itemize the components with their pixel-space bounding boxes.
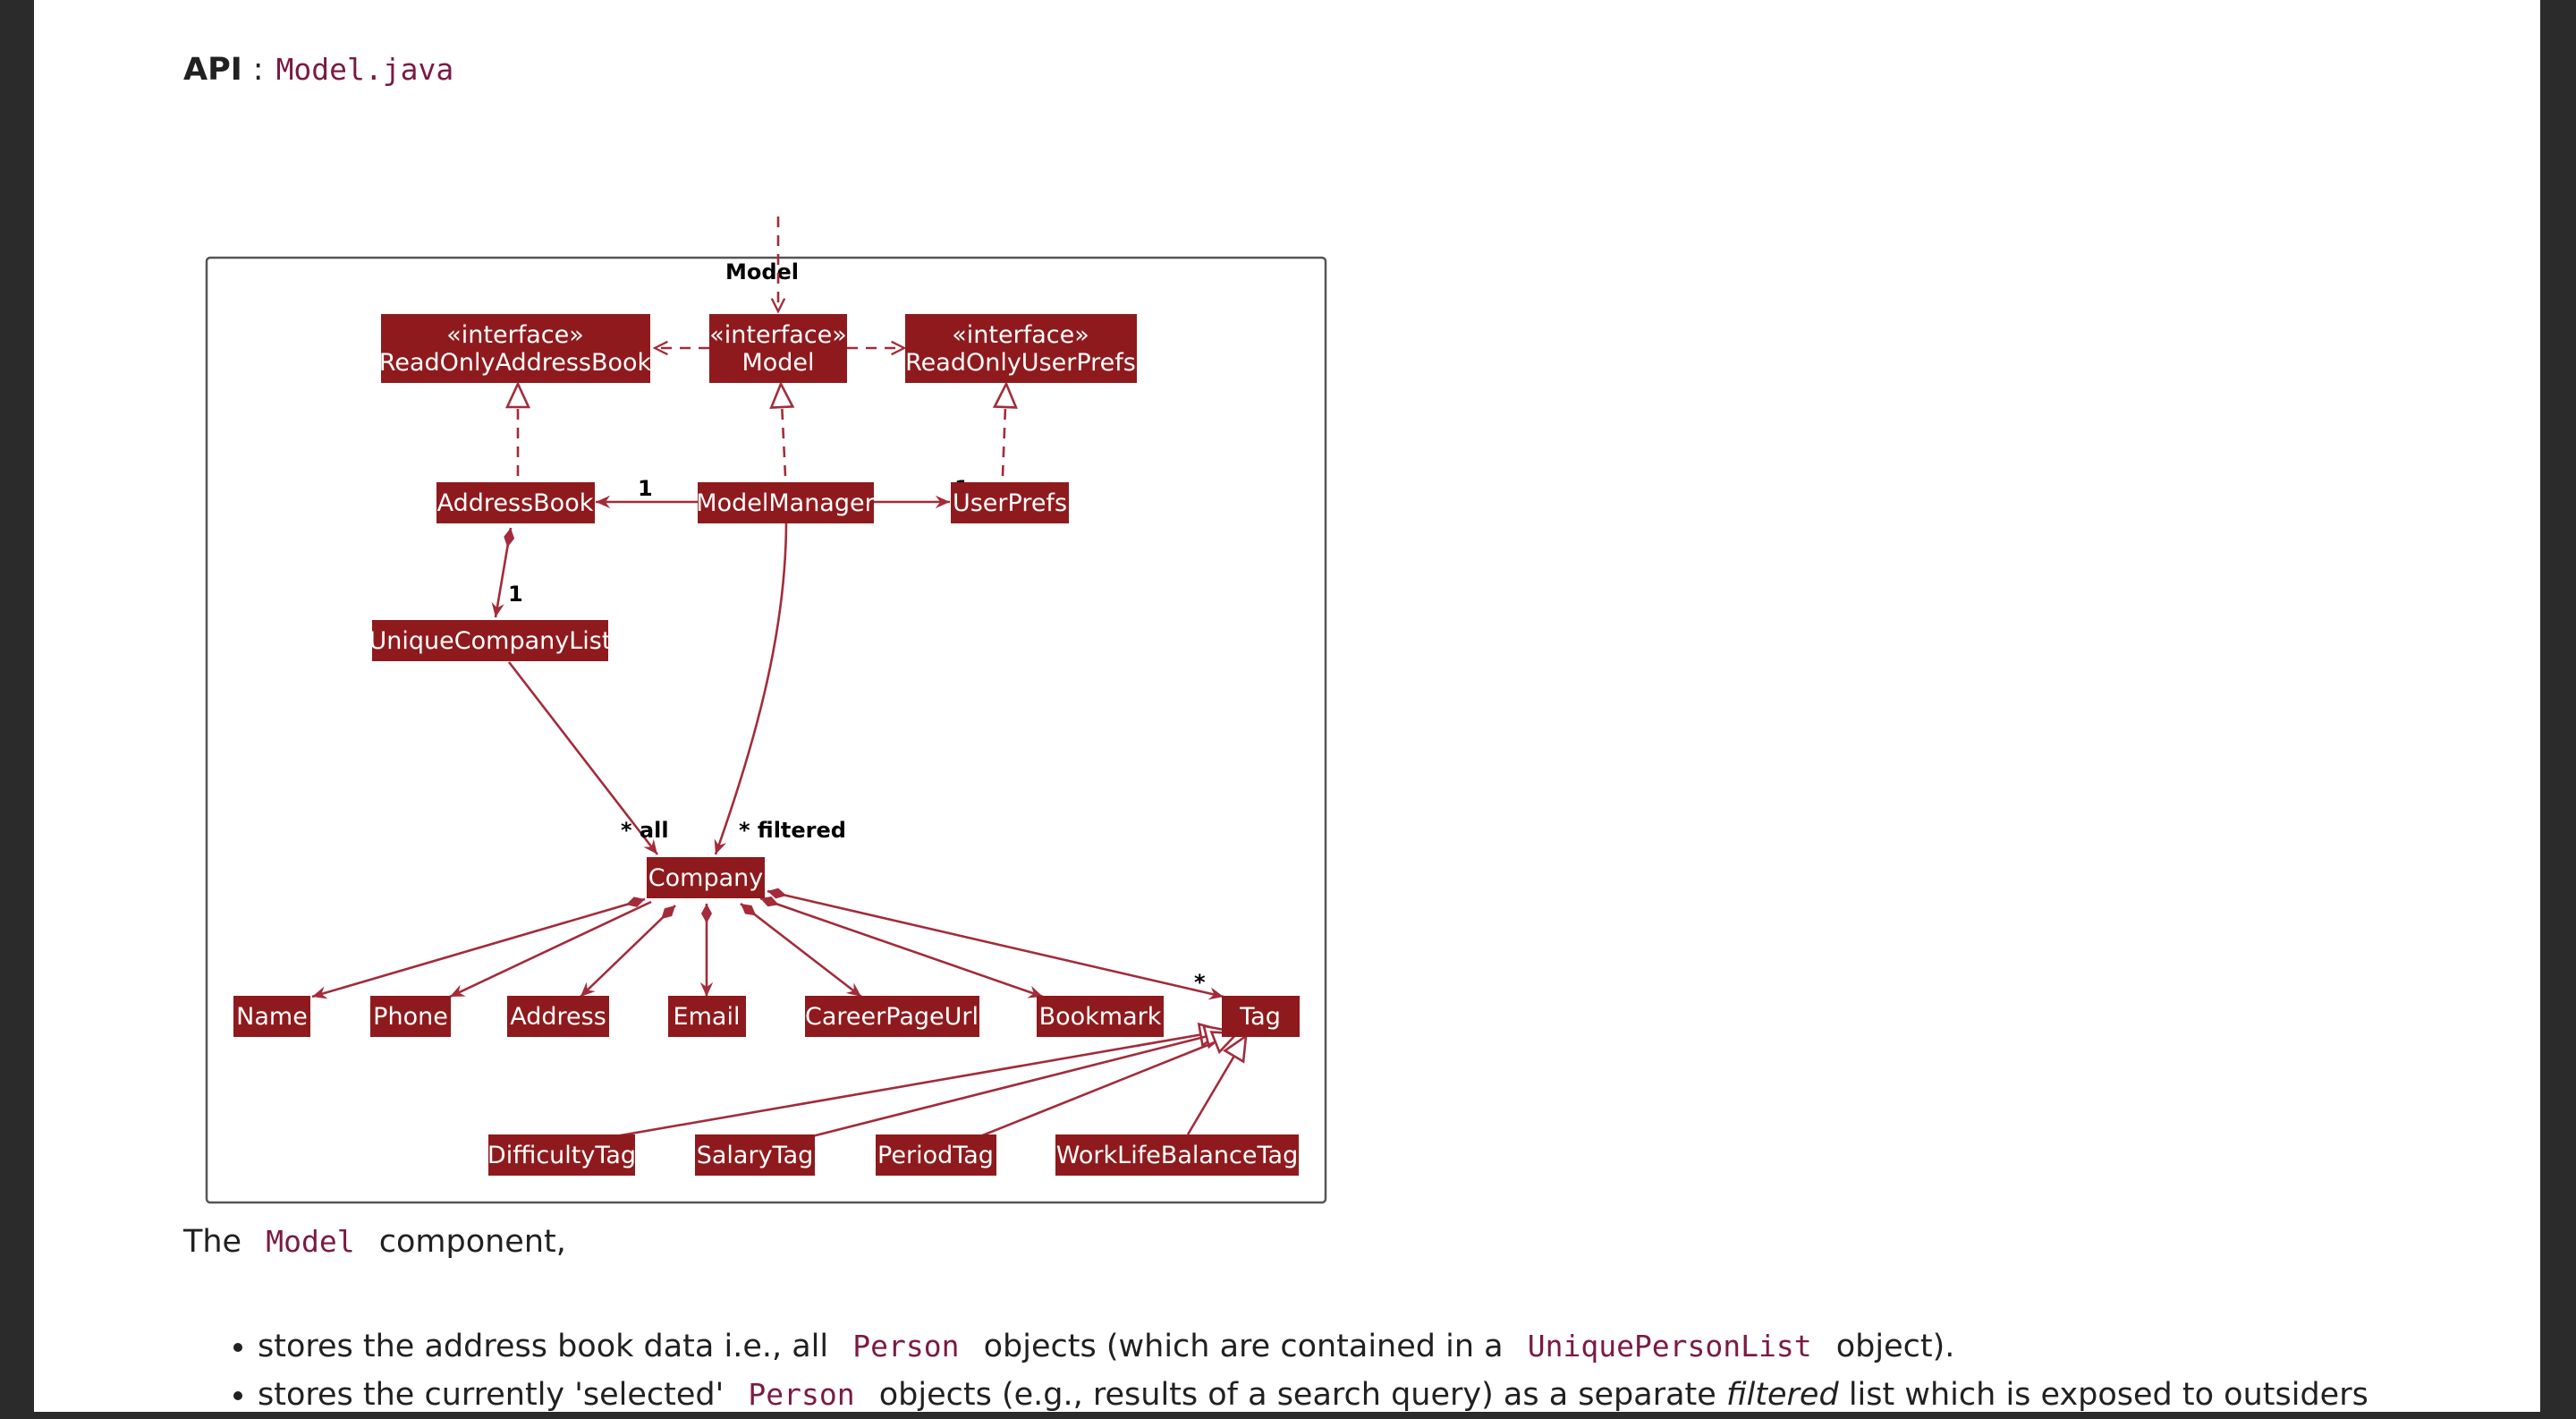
mult-all: * all (621, 818, 669, 843)
api-label: API (183, 52, 242, 88)
mult-tag: * (1194, 970, 1206, 995)
svg-text:UniqueCompanyList: UniqueCompanyList (369, 627, 612, 655)
class-address: Address (507, 996, 609, 1037)
svg-text:Company: Company (648, 864, 763, 892)
svg-text:AddressBook: AddressBook (437, 489, 594, 517)
svg-text:Model: Model (741, 349, 814, 377)
intro-suffix: component, (378, 1224, 566, 1260)
edge-company-address (580, 905, 676, 998)
svg-text:ModelManager: ModelManager (696, 489, 875, 517)
svg-text:Email: Email (674, 1003, 741, 1031)
mult-addressbook: 1 (638, 476, 653, 501)
api-file-link[interactable]: Model.java (275, 52, 454, 87)
class-tag: Tag (1222, 996, 1300, 1037)
svg-text:Tag: Tag (1239, 1003, 1281, 1031)
bullet1-text-c: object). (1835, 1329, 1955, 1364)
svg-text:Address: Address (510, 1003, 606, 1031)
class-phone: Phone (370, 996, 451, 1037)
class-model-interface: «interface» Model (709, 314, 847, 383)
intro-prefix: The (183, 1224, 242, 1260)
edge-company-careerpageurl (740, 902, 862, 998)
class-bookmark: Bookmark (1037, 996, 1164, 1037)
edge-company-bookmark (759, 896, 1044, 998)
svg-text:«interface»: «interface» (446, 321, 583, 349)
svg-text:«interface»: «interface» (709, 321, 846, 349)
bullet2-text-a: stores the currently 'selected' (258, 1377, 724, 1413)
model-class-diagram: Model 1 1 1 * all * filtered * (205, 217, 1327, 1204)
mult-filtered: * filtered (739, 818, 846, 843)
class-difficultytag: DifficultyTag (487, 1134, 636, 1176)
bullet1-text-b: objects (which are contained in a (983, 1329, 1504, 1364)
class-periodtag: PeriodTag (876, 1134, 996, 1176)
page: API : Model.java Model (34, 0, 2540, 1413)
svg-text:WorkLifeBalanceTag: WorkLifeBalanceTag (1056, 1142, 1298, 1169)
class-company: Company (647, 857, 765, 898)
class-worklifebalancetag: WorkLifeBalanceTag (1055, 1134, 1299, 1176)
class-uniquecompanylist: UniqueCompanyList (369, 620, 612, 661)
class-name: Name (233, 996, 310, 1037)
list-item: stores the currently 'selected' Person o… (258, 1371, 2576, 1419)
edge-worklifebalancetag-extends (1186, 1036, 1246, 1135)
bullet1-text-a: stores the address book data i.e., all (258, 1329, 829, 1364)
svg-text:Phone: Phone (373, 1003, 448, 1031)
svg-text:ReadOnlyUserPrefs: ReadOnlyUserPrefs (905, 349, 1136, 377)
class-readonlyaddressbook: «interface» ReadOnlyAddressBook (379, 314, 652, 383)
model-intro-paragraph: The Model component, (183, 1224, 566, 1260)
svg-text:UserPrefs: UserPrefs (953, 489, 1067, 517)
svg-text:«interface»: «interface» (952, 321, 1089, 349)
svg-text:CareerPageUrl: CareerPageUrl (805, 1003, 979, 1031)
package-frame (205, 256, 1327, 1204)
svg-text:Name: Name (236, 1003, 308, 1031)
package-label: Model (725, 259, 799, 285)
api-heading: API : Model.java (183, 52, 453, 88)
svg-text:SalaryTag: SalaryTag (697, 1142, 814, 1169)
class-userprefs: UserPrefs (951, 482, 1069, 523)
class-email: Email (668, 996, 746, 1037)
class-salarytag: SalaryTag (695, 1134, 815, 1176)
edge-salarytag-extends (811, 1031, 1229, 1138)
api-colon: : (252, 52, 264, 88)
edge-userprefs-implements (1003, 384, 1006, 477)
edge-uniquecompanylist-company (507, 661, 659, 855)
edge-modelmanager-company (714, 520, 788, 855)
svg-text:PeriodTag: PeriodTag (877, 1142, 994, 1169)
bullet1-code-person: Person (852, 1329, 960, 1364)
intro-code-model: Model (266, 1224, 355, 1259)
edge-addressbook-uniquecompanylist (491, 527, 515, 618)
bullet2-text-c: list which is exposed to outsiders (1848, 1377, 2368, 1413)
edge-periodtag-extends (979, 1033, 1237, 1138)
mult-uniquecompanylist: 1 (508, 582, 523, 607)
svg-text:ReadOnlyAddressBook: ReadOnlyAddressBook (379, 349, 652, 377)
bullet2-code-person: Person (748, 1377, 855, 1412)
bullet1-code-uniquepersonlist: UniquePersonList (1527, 1329, 1812, 1364)
edge-company-tag (767, 888, 1224, 1000)
class-addressbook: AddressBook (436, 482, 595, 523)
edge-modelmanager-implements (781, 384, 785, 477)
svg-text:DifficultyTag: DifficultyTag (487, 1142, 636, 1169)
edge-difficultytag-extends (614, 1031, 1224, 1138)
list-item: stores the address book data i.e., all P… (258, 1322, 2576, 1371)
bullet2-emphasis: filtered (1725, 1377, 1839, 1413)
model-responsibilities-list: stores the address book data i.e., all P… (213, 1322, 2576, 1419)
class-readonlyuserprefs: «interface» ReadOnlyUserPrefs (905, 314, 1137, 383)
bullet2-text-b: objects (e.g., results of a search query… (878, 1377, 1716, 1413)
svg-text:Bookmark: Bookmark (1039, 1003, 1162, 1031)
class-careerpageurl: CareerPageUrl (805, 996, 979, 1037)
edge-company-phone (449, 900, 652, 998)
class-modelmanager: ModelManager (696, 482, 876, 523)
